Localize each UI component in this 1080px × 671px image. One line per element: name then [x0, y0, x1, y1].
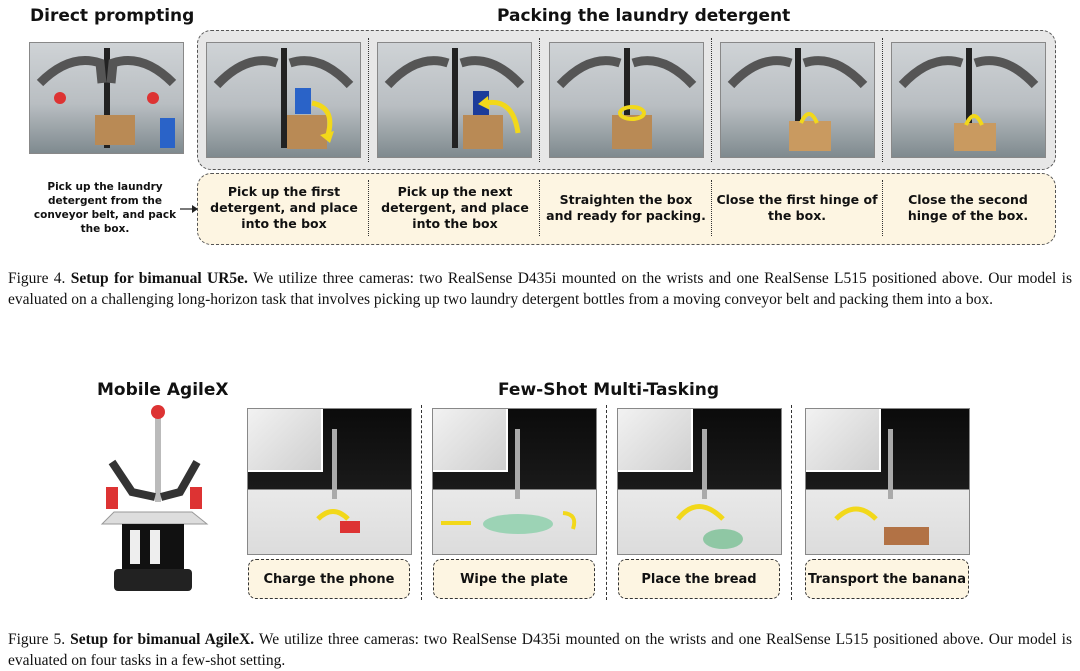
task-2-label: Wipe the plate: [433, 559, 595, 599]
separator: [539, 38, 540, 162]
task-2-photo: [432, 408, 597, 555]
step-3-photo: [549, 42, 704, 158]
separator: [606, 405, 607, 600]
caption-bold: Setup for bimanual UR5e.: [70, 270, 248, 287]
mobile-agilex-title: Mobile AgileX: [97, 380, 229, 400]
direct-prompting-title: Direct prompting: [30, 6, 195, 26]
step-3-caption: Straighten the box and ready for packing…: [546, 192, 706, 223]
caption-label: Figure 5.: [8, 631, 66, 648]
caption-label: Figure 4.: [8, 270, 66, 287]
separator: [711, 38, 712, 162]
separator: [368, 38, 369, 162]
step-5-caption: Close the second hinge of the box.: [907, 192, 1029, 223]
robot-scene-icon: [36, 48, 177, 148]
task-1-label: Charge the phone: [248, 559, 410, 599]
step-2-caption: Pick up the next detergent, and place in…: [381, 184, 529, 231]
separator: [711, 180, 712, 236]
task-4-photo: [805, 408, 970, 555]
packing-title: Packing the laundry detergent: [497, 6, 791, 26]
step-1-caption: Pick up the first detergent, and place i…: [210, 184, 358, 231]
step-captions-box: [197, 173, 1056, 245]
arrow-right-icon: [180, 205, 198, 213]
step-5-photo: [891, 42, 1046, 158]
task-4-label: Transport the banana: [805, 559, 969, 599]
task-1-photo: [247, 408, 412, 555]
separator: [539, 180, 540, 236]
figure-4-caption: Figure 4. Setup for bimanual UR5e. We ut…: [8, 268, 1072, 310]
step-1-photo: [206, 42, 361, 158]
step-4-caption: Close the first hinge of the box.: [716, 192, 878, 223]
few-shot-title: Few-Shot Multi-Tasking: [498, 380, 720, 400]
step-2-photo: [377, 42, 532, 158]
separator: [791, 405, 792, 600]
task-3-label: Place the bread: [618, 559, 780, 599]
separator: [421, 405, 422, 600]
mobile-robot-icon: [100, 405, 209, 591]
prompt-text: Pick up the laundry detergent from the c…: [33, 181, 177, 235]
separator: [882, 180, 883, 236]
caption-bold: Setup for bimanual AgileX.: [70, 631, 255, 648]
step-4-photo: [720, 42, 875, 158]
caption-text: We utilize three cameras: two RealSense …: [8, 270, 1073, 308]
direct-prompting-photo: [29, 42, 184, 154]
task-3-photo: [617, 408, 782, 555]
figure-5-caption: Figure 5. Setup for bimanual AgileX. We …: [8, 629, 1072, 671]
separator: [882, 38, 883, 162]
separator: [368, 180, 369, 236]
